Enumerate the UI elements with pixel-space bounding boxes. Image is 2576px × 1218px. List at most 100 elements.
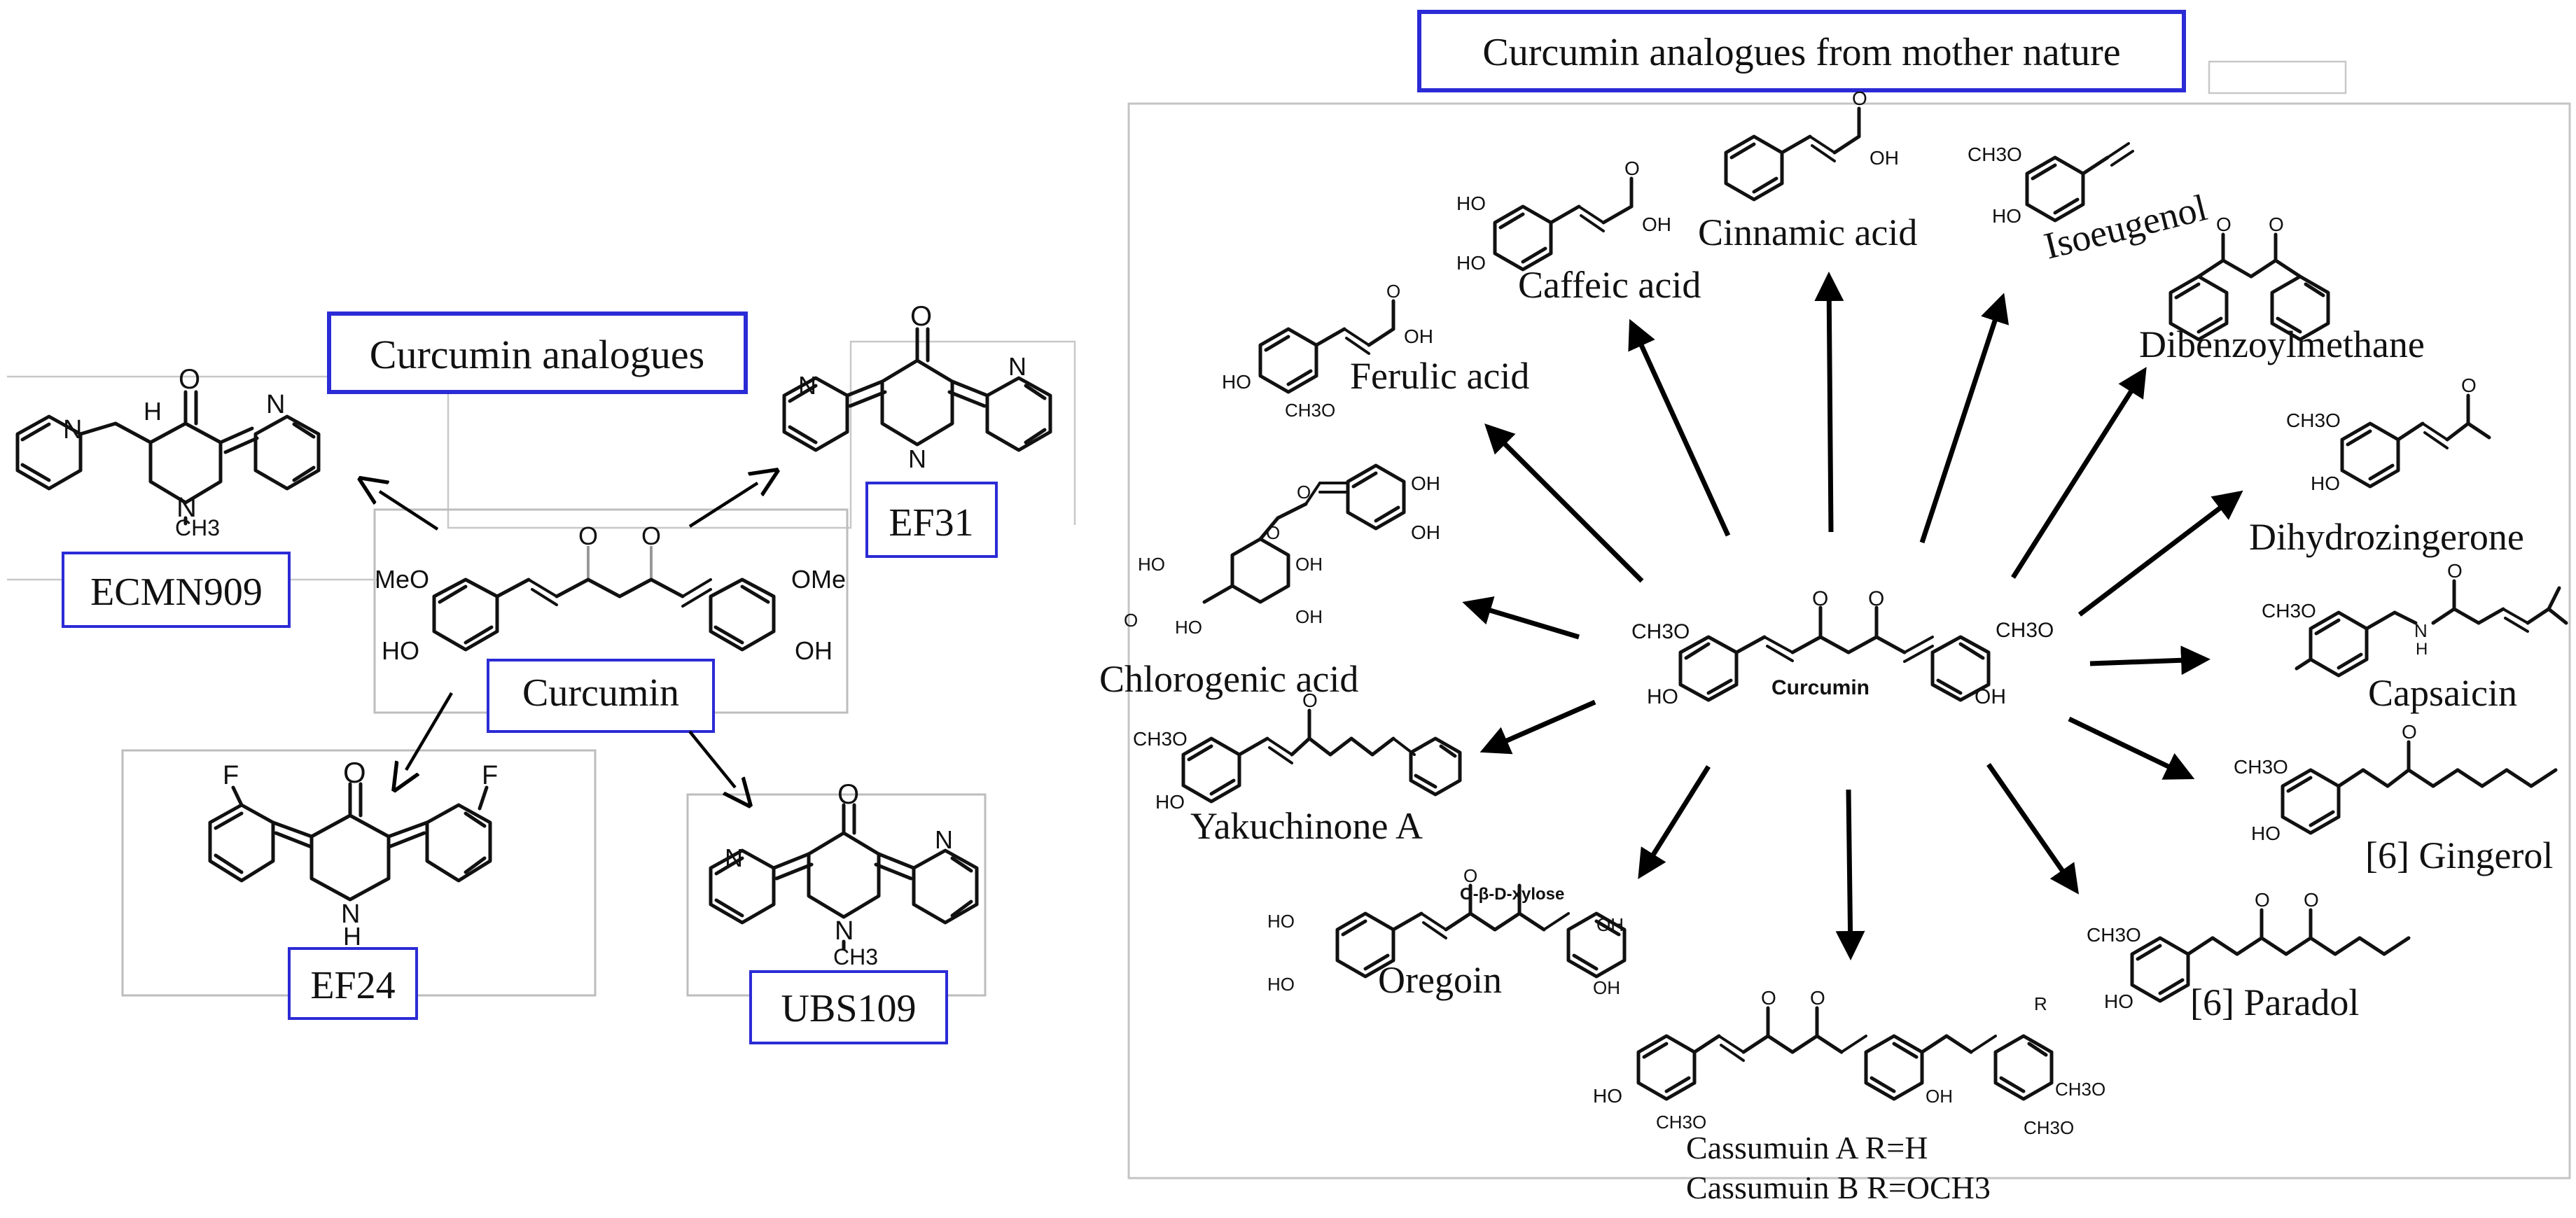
label-yakuchinone-a: Yakuchinone A	[1190, 805, 1423, 847]
arrow-to-dihydrozingerone	[2077, 490, 2243, 617]
svg-text:F: F	[482, 761, 498, 790]
arrow-to-chlorogenic-acid	[1462, 596, 1580, 640]
svg-text:N: N	[63, 415, 82, 444]
svg-text:O: O	[2216, 214, 2232, 235]
ferulic-acid-structure: HO CH3O O OH	[1222, 281, 1433, 421]
svg-text:CH3O: CH3O	[1133, 728, 1188, 750]
svg-text:HO: HO	[1267, 911, 1295, 932]
svg-text:CH3O: CH3O	[2286, 410, 2341, 431]
svg-text:OH: OH	[1926, 1086, 1953, 1107]
svg-text:O: O	[179, 364, 200, 395]
svg-text:OH: OH	[1295, 554, 1323, 575]
curcumin-center-structure: CH3O HO O O CH3O OH	[1631, 587, 2054, 708]
ef24-structure: F O N H F	[208, 756, 498, 951]
label-cassumuin-a: Cassumuin A R=H	[1686, 1130, 1928, 1166]
svg-text:O: O	[1761, 987, 1776, 1009]
svg-text:N: N	[798, 371, 816, 400]
svg-text:N: N	[1008, 352, 1026, 381]
isoeugenol-structure: CH3O HO	[1968, 142, 2134, 227]
svg-text:O: O	[1812, 587, 1828, 610]
svg-text:OH: OH	[795, 636, 833, 665]
arrow-to-paradol	[1986, 763, 2079, 895]
svg-text:OH: OH	[1975, 685, 2006, 708]
label-capsaicin: Capsaicin	[2368, 672, 2517, 714]
cassumuin-structure: HO CH3O O O OH R CH3O CH3	[1593, 987, 2105, 1138]
cinnamic-acid-structure: O OH	[1724, 88, 1899, 202]
svg-text:N: N	[935, 825, 953, 854]
svg-text:OH: OH	[1295, 606, 1323, 627]
svg-text:O: O	[837, 779, 859, 810]
svg-text:CH3O: CH3O	[1631, 620, 1690, 643]
svg-text:HO: HO	[1155, 791, 1185, 813]
svg-text:HO: HO	[1138, 554, 1165, 575]
arrow-to-ef31	[688, 483, 758, 528]
svg-text:CH3O: CH3O	[2234, 756, 2288, 778]
svg-text:O: O	[2461, 374, 2477, 396]
svg-text:HO: HO	[2104, 990, 2133, 1012]
arrow-to-cassumuin	[1835, 789, 1865, 960]
svg-text:O: O	[2304, 889, 2319, 911]
svg-text:O-β-D-xylose: O-β-D-xylose	[1460, 885, 1564, 904]
label-ef24: EF24	[310, 964, 395, 1007]
arrow-to-yakuchinone-a	[1480, 699, 1596, 755]
chlorogenic-acid-structure: O O OH OH OH OH HO HO O	[1124, 463, 1440, 638]
svg-text:CH3O: CH3O	[1656, 1112, 1706, 1133]
svg-text:O: O	[1386, 281, 1400, 302]
label-ecmn909: ECMN909	[90, 570, 263, 614]
svg-text:MeO: MeO	[375, 565, 429, 594]
left-title-box	[327, 312, 748, 394]
right-panel: Curcumin analogues from mother nature CH…	[1099, 10, 2571, 1205]
svg-text:HO: HO	[1175, 617, 1202, 638]
arrow-to-isoeugenol	[1919, 293, 2010, 544]
svg-text:O: O	[1297, 482, 1311, 503]
label-cassumuin-b: Cassumuin B R=OCH3	[1686, 1170, 1991, 1205]
curcumin-left-structure: MeO HO O O OMe OH	[375, 522, 846, 665]
svg-text:HO: HO	[1222, 371, 1251, 393]
left-panel: Curcumin analogues N H N O N CH3 EC	[7, 301, 1076, 1044]
right-panel-frame	[1127, 102, 2571, 1180]
svg-text:OH: OH	[1411, 472, 1440, 494]
arrow-to-ferulic-acid	[1484, 424, 1644, 583]
arrow-to-cinnamic-acid	[1814, 272, 1844, 533]
ef31-structure: N O N N	[782, 301, 1052, 473]
svg-text:OH: OH	[1404, 326, 1433, 347]
svg-text:O: O	[1852, 88, 1867, 109]
arrow-to-ef24	[406, 692, 453, 770]
svg-text:HO: HO	[2311, 472, 2340, 494]
label-chlorogenic-acid: Chlorogenic acid	[1099, 658, 1358, 700]
caffeic-acid-structure: HO HO O OH	[1456, 158, 1671, 274]
svg-text:OH: OH	[1596, 914, 1624, 935]
left-title: Curcumin analogues	[370, 332, 704, 377]
arrow-to-oregoin	[1638, 765, 1711, 879]
capsaicin-structure: CH3O N H O	[2262, 560, 2568, 678]
svg-text:CH3: CH3	[175, 515, 220, 540]
label-cinnamic-acid: Cinnamic acid	[1698, 211, 1917, 253]
svg-text:HO: HO	[1456, 192, 1486, 214]
svg-text:HO: HO	[1647, 685, 1678, 708]
svg-text:O: O	[1810, 987, 1825, 1009]
arrow-to-dibenzoylmethane	[2011, 367, 2147, 579]
svg-text:CH3O: CH3O	[1968, 144, 2022, 165]
svg-text:N: N	[725, 844, 743, 872]
label-ferulic-acid: Ferulic acid	[1350, 355, 1529, 397]
svg-text:CH3O: CH3O	[2055, 1079, 2105, 1100]
label-ef31: EF31	[889, 501, 973, 545]
label-oregoin: Oregoin	[1378, 959, 1502, 1001]
svg-text:HO: HO	[2251, 822, 2281, 844]
svg-text:O: O	[2269, 214, 2284, 235]
svg-text:CH3O: CH3O	[1996, 619, 2054, 642]
label-dibenzoylmethane: Dibenzoylmethane	[2139, 323, 2425, 365]
svg-text:CH3O: CH3O	[2262, 600, 2316, 622]
svg-text:N: N	[2414, 620, 2428, 641]
right-title: Curcumin analogues from mother nature	[1482, 31, 2120, 74]
svg-text:F: F	[223, 761, 239, 790]
svg-text:CH3O: CH3O	[2087, 924, 2141, 946]
svg-text:O: O	[2402, 721, 2417, 743]
svg-text:H: H	[144, 397, 162, 426]
label-curcumin-left: Curcumin	[522, 671, 679, 715]
arrow-to-capsaicin	[2089, 645, 2211, 676]
svg-text:O: O	[1124, 610, 1138, 631]
svg-text:O: O	[641, 522, 661, 550]
svg-text:HO: HO	[1456, 252, 1486, 274]
svg-text:CH3O: CH3O	[1285, 400, 1335, 421]
